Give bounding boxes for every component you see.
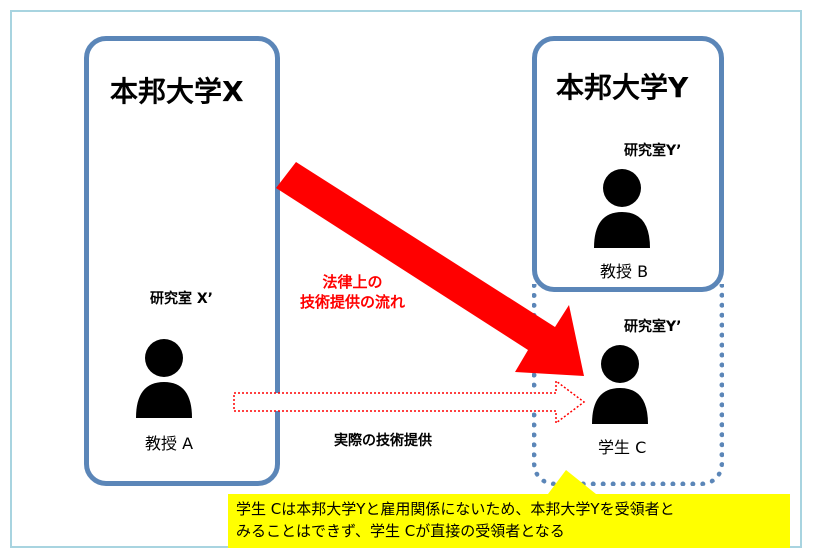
university-y-title: 本邦大学Y [556, 71, 689, 104]
legal-flow-label-line-2: 技術提供の流れ [300, 293, 406, 311]
student-c-person-icon [592, 345, 648, 424]
professor-b-person-icon [594, 169, 650, 248]
legal-flow-label: 法律上の 技術提供の流れ [300, 272, 405, 312]
professor-b-label: 教授 B [600, 262, 649, 281]
callout-line-1: 学生 Cは本邦大学Yと雇用関係にないため、本邦大学Yを受領者と [236, 500, 675, 518]
callout-pointer [548, 470, 596, 494]
university-y-box [532, 36, 724, 292]
legal-flow-arrow [276, 162, 584, 376]
callout-box: 学生 Cは本邦大学Yと雇用関係にないため、本邦大学Yを受領者と みることはできず… [228, 494, 790, 548]
university-y-extension-dotted-box [532, 284, 724, 486]
legal-flow-label-line-1: 法律上の [322, 273, 383, 291]
student-c-label: 学生 C [598, 438, 647, 457]
callout-line-2: みることはできず、学生 Cが直接の受領者となる [236, 522, 565, 540]
actual-transfer-label: 実際の技術提供 [334, 433, 432, 449]
actual-transfer-arrow [233, 379, 586, 425]
lab-x-label: 研究室 X’ [150, 291, 213, 307]
university-x-box [84, 36, 280, 486]
lab-y-bottom-label: 研究室Y’ [624, 319, 682, 335]
professor-a-label: 教授 A [145, 434, 194, 453]
university-x-title: 本邦大学X [110, 75, 244, 108]
lab-y-top-label: 研究室Y’ [624, 143, 682, 159]
professor-a-person-icon [136, 339, 192, 418]
